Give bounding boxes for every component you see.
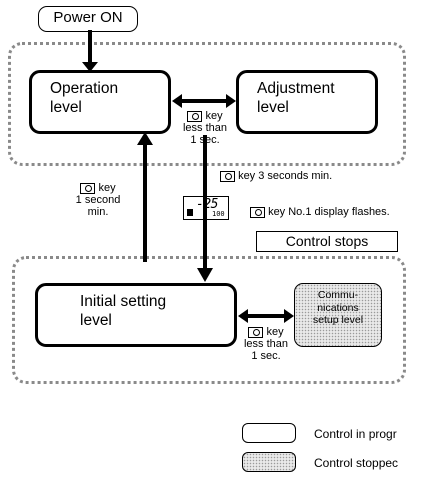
op-init-hold-note: key 3 seconds min. xyxy=(220,170,332,182)
init-comm-line2: less than xyxy=(243,338,289,350)
key-icon xyxy=(80,182,96,194)
display-icon: -25 100 xyxy=(183,196,229,220)
init-op-line2: 1 second xyxy=(75,194,121,206)
adjustment-level-box: Adjustment level xyxy=(236,70,378,134)
legend-label-stopped: Control stoppec xyxy=(314,456,399,470)
initial-setting-line1: Initial setting xyxy=(80,293,167,310)
key-icon xyxy=(220,170,235,182)
control-stops-box: Control stops xyxy=(256,231,398,252)
adjustment-level-line2: level xyxy=(257,99,289,116)
op-adj-line2: less than xyxy=(182,122,228,134)
control-stops-label: Control stops xyxy=(285,233,369,249)
init-comm-key-label: key xyxy=(266,326,284,338)
init-op-key-label: key xyxy=(98,182,116,194)
operation-level-line2: level xyxy=(50,99,82,116)
operation-level-box: Operation level xyxy=(29,70,171,134)
init-comm-key-note: key less than 1 sec. xyxy=(232,326,300,362)
comm-line3: setup level xyxy=(312,314,364,326)
operation-level-line1: Operation xyxy=(50,80,119,97)
legend-swatch-stopped xyxy=(242,452,296,472)
display-flash-label: key No.1 display flashes. xyxy=(268,206,390,218)
adjustment-level-line1: Adjustment xyxy=(257,80,335,97)
communications-setup-level-box: Commu- nications setup level xyxy=(294,283,382,347)
key-icon xyxy=(250,206,265,218)
init-op-key-note: key 1 second min. xyxy=(62,182,134,218)
comm-line2: nications xyxy=(317,301,359,314)
initial-group-frame xyxy=(12,256,406,384)
op-adj-line3: 1 sec. xyxy=(190,134,220,146)
op-adj-key-label: key xyxy=(205,110,223,122)
legend-swatch-in-progress xyxy=(242,423,296,443)
comm-line1: Commu- xyxy=(317,289,359,301)
power-on-label: Power ON xyxy=(53,9,123,26)
legend-label-in-progress: Control in progr xyxy=(314,427,397,441)
display-sub-readout: 100 xyxy=(212,210,225,218)
key-icon xyxy=(187,110,203,122)
display-flash-note: key No.1 display flashes. xyxy=(250,206,390,218)
init-comm-line3: 1 sec. xyxy=(251,350,281,362)
key-icon xyxy=(248,326,264,338)
display-readout: -25 xyxy=(196,197,218,212)
power-on-box: Power ON xyxy=(38,6,138,32)
op-init-hold-label: key 3 seconds min. xyxy=(238,170,333,182)
initial-setting-level-box: Initial setting level xyxy=(35,283,237,347)
init-op-line3: min. xyxy=(87,206,109,218)
initial-setting-line2: level xyxy=(80,312,112,329)
op-adj-key-note: key less than 1 sec. xyxy=(170,110,240,146)
